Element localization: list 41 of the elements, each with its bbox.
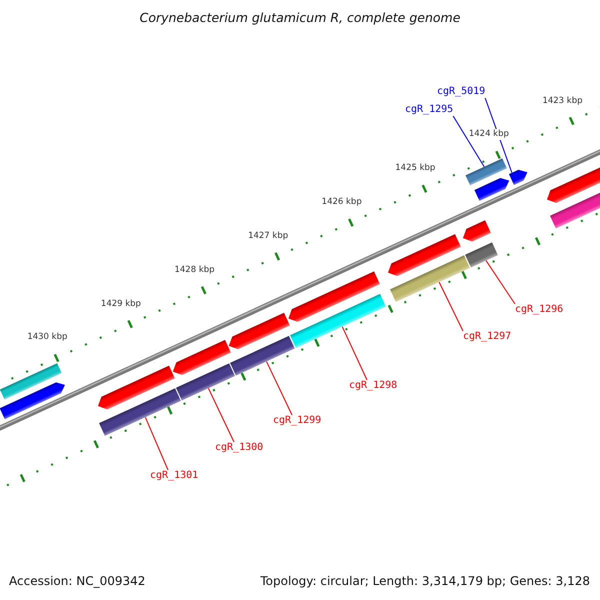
leader-line: [452, 116, 485, 168]
scale-label: 1430 kbp: [26, 332, 68, 344]
gene-feature: [462, 220, 491, 242]
gene-feature: [388, 234, 461, 276]
gene-feature: [0, 363, 62, 400]
gene-feature: [99, 388, 181, 436]
scale-label: 1426 kbp: [320, 197, 363, 208]
gene-feature: [288, 271, 380, 322]
gene-feature: [228, 312, 290, 350]
gene-label: cgR_1297: [463, 331, 512, 343]
leader-line: [208, 388, 234, 442]
gene-feature: [176, 363, 235, 400]
gene-feature: [465, 242, 498, 268]
scale-label: 1429 kbp: [100, 298, 142, 310]
gene-feature: [474, 178, 510, 201]
gene-feature: [390, 255, 470, 302]
gene-feature: [508, 170, 528, 185]
leader-line: [342, 326, 368, 380]
gene-label: cgR_1300: [215, 442, 264, 454]
gene-feature: [0, 382, 65, 420]
gene-label: cgR_5019: [437, 86, 486, 98]
scale-label: 1425 kbp: [394, 163, 436, 174]
gene-label: cgR_1296: [515, 304, 564, 316]
leader-line: [484, 98, 512, 174]
accession-text: Accession: NC_009342: [9, 574, 146, 588]
gene-feature: [98, 366, 175, 410]
gene-label: cgR_1295: [405, 104, 454, 116]
leader-line: [486, 260, 516, 304]
leader-line: [266, 361, 292, 416]
gene-label: cgR_1298: [349, 380, 398, 392]
gene-label: cgR_1299: [273, 415, 322, 427]
gene-feature: [230, 336, 295, 376]
scale-label: 1428 kbp: [173, 264, 216, 276]
leader-line: [438, 282, 464, 332]
title: Corynebacterium glutamicum R, complete genome: [138, 10, 462, 25]
scale-label: 1424 kbp: [468, 129, 510, 140]
genome-summary-text: Topology: circular; Length: 3,314,179 bp; Genes: 3,128: [260, 574, 590, 588]
scale-label: 1427 kbp: [247, 230, 290, 242]
gene-label: cgR_1301: [150, 470, 198, 482]
scale-label: 1423 kbp: [541, 96, 584, 107]
gene-feature: [172, 340, 231, 376]
